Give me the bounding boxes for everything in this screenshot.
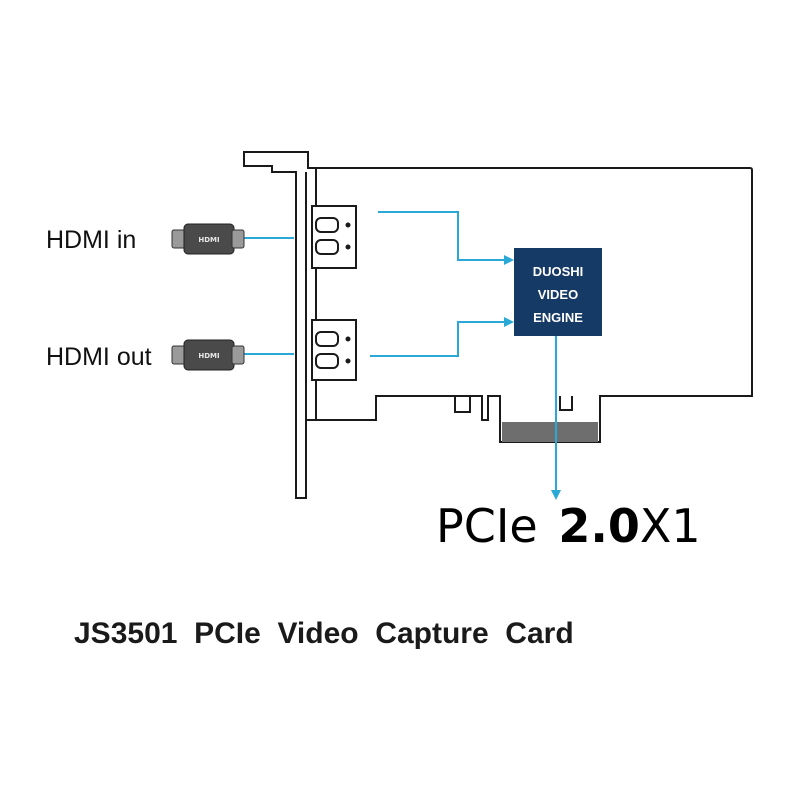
pcie-lanes: X1 xyxy=(640,499,701,553)
pcie-prefix: PCIe xyxy=(436,499,538,553)
product-title: JS3501 PCIe Video Capture Card xyxy=(74,617,574,650)
pcb-notch xyxy=(454,396,471,413)
pcb-notch xyxy=(559,396,573,411)
hdmi-out-label: HDMI out xyxy=(46,343,152,371)
hdmi-out-plug-label: HDMI xyxy=(198,352,219,360)
hdmi-out-plug-icon: HDMI xyxy=(171,339,245,371)
hdmi-in-label: HDMI in xyxy=(46,226,136,254)
video-engine-chip xyxy=(514,248,602,336)
arrow-in xyxy=(504,255,514,265)
mounting-bracket xyxy=(243,151,317,499)
signal-lines xyxy=(244,211,557,492)
hdmi-out-port xyxy=(311,319,357,381)
line-out-to-chip xyxy=(370,321,506,357)
chip-label-line2: VIDEO xyxy=(538,287,578,302)
arrow-pcie xyxy=(551,490,561,500)
line-in-to-chip xyxy=(378,211,506,261)
chip-label-line1: DUOSHI xyxy=(533,264,584,279)
hdmi-in-plug-label: HDMI xyxy=(198,236,219,244)
chip-label-line3: ENGINE xyxy=(533,310,583,325)
arrow-out xyxy=(504,317,514,327)
pcie-gold-fingers xyxy=(502,422,598,442)
hdmi-in-port xyxy=(311,205,357,269)
arrowheads xyxy=(504,255,561,500)
pcie-version: 2.0 xyxy=(558,499,640,553)
hdmi-in-plug-icon: HDMI xyxy=(171,223,245,255)
pcie-spec-label: PCIe 2.0X1 xyxy=(436,499,701,553)
